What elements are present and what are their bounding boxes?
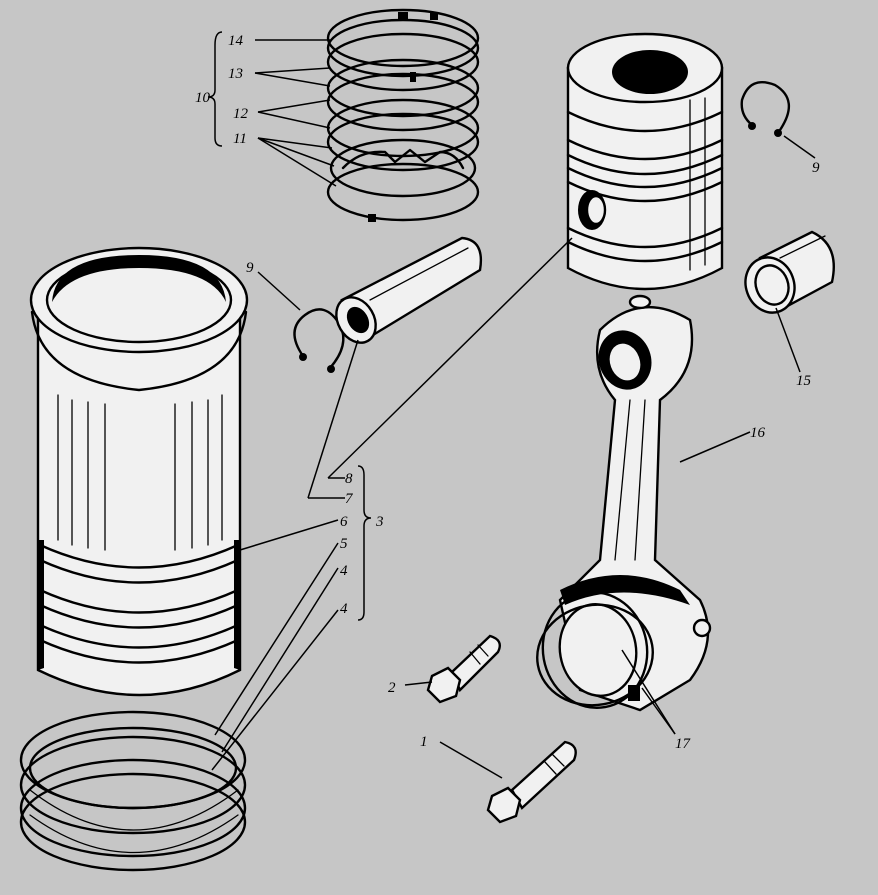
label-10: 10 (195, 90, 211, 106)
label-14: 14 (228, 33, 244, 49)
liner-seal-rings (19, 710, 247, 872)
label-5: 5 (340, 536, 348, 552)
label-8: 8 (345, 471, 353, 487)
small-end-bushing (744, 230, 835, 314)
label-1: 1 (420, 734, 428, 750)
label-6: 6 (340, 514, 348, 530)
bolt-1 (486, 740, 577, 824)
label-13: 13 (228, 66, 243, 82)
circlip-left (293, 308, 345, 373)
cylinder-liner (29, 246, 249, 697)
label-4b: 4 (340, 601, 348, 617)
label-12: 12 (233, 106, 249, 122)
circlip-right (740, 80, 790, 137)
label-9-right: 9 (812, 160, 820, 176)
piston (566, 32, 724, 291)
connecting-rod (536, 294, 712, 712)
piston-ring-set (326, 8, 480, 222)
label-7: 7 (345, 491, 354, 507)
label-16: 16 (750, 425, 766, 441)
part-labels: 14 13 10 12 11 9 9 8 7 3 6 5 4 4 15 16 2… (195, 33, 820, 752)
label-2: 2 (388, 680, 396, 696)
label-3: 3 (375, 514, 384, 530)
leader-lines (207, 31, 816, 779)
bolt-2 (426, 634, 501, 704)
label-4a: 4 (340, 563, 348, 579)
label-15: 15 (796, 373, 812, 389)
label-9-left: 9 (246, 260, 254, 276)
label-11: 11 (233, 131, 247, 147)
label-17: 17 (675, 736, 692, 752)
piston-pin (335, 236, 483, 344)
